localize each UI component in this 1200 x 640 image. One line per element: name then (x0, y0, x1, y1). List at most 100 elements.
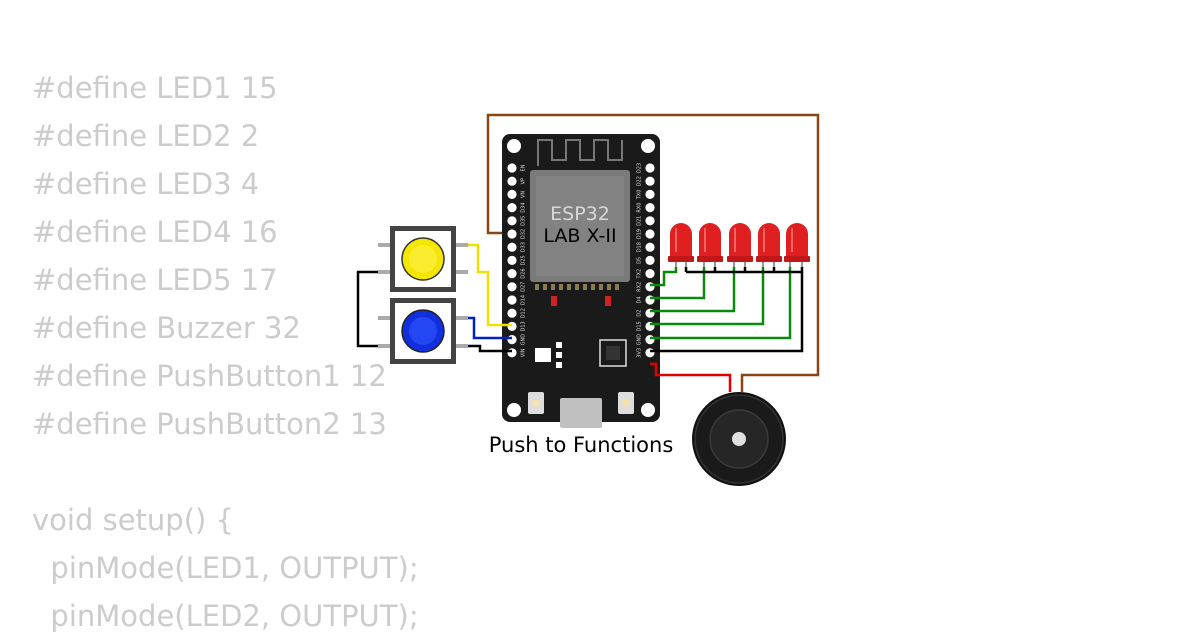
led-4 (756, 223, 782, 267)
wire-green-led4 (650, 267, 765, 326)
pin-hole (507, 163, 517, 173)
usb-uart-chip (599, 339, 627, 367)
pin-label: VIN (521, 348, 527, 357)
code-line: #define LED3 4 (32, 167, 260, 201)
wire-black-gnd (468, 344, 512, 353)
pin-hole (645, 242, 655, 252)
wire-red (650, 362, 732, 392)
pin-hole (645, 269, 655, 279)
pin-label: 3V3 (637, 348, 643, 358)
pin-hole (507, 229, 517, 239)
led-3 (727, 223, 753, 267)
wire-green-led3 (650, 267, 736, 313)
pin-label: D2 (637, 310, 643, 317)
wire-brown (486, 113, 820, 392)
pin-label: D22 (637, 176, 643, 186)
wire-black-buttons (356, 270, 378, 348)
wire-blue (468, 316, 512, 340)
code-line: void setup() { (32, 503, 234, 537)
pin-label: VP (521, 178, 527, 184)
pin-hole (507, 348, 517, 358)
pin-hole (507, 335, 517, 345)
antenna-trace (537, 139, 623, 166)
push-button-yellow[interactable] (378, 226, 468, 292)
pin-label: D21 (637, 216, 643, 226)
pin-hole (645, 216, 655, 226)
circuit-caption: Push to Functions (489, 433, 674, 457)
pin-hole (645, 335, 655, 345)
pin-hole (507, 203, 517, 213)
pin-label: D19 (637, 229, 643, 239)
boot-button (528, 392, 544, 414)
wire-green-led2 (650, 267, 706, 300)
pin-label: TX0 (637, 190, 643, 201)
pin-hole (507, 282, 517, 292)
pin-label: D23 (637, 163, 643, 173)
pin-hole (645, 348, 655, 358)
pin-hole (645, 176, 655, 186)
pin-label: D26 (521, 268, 527, 278)
code-line: #define Buzzer 32 (32, 311, 301, 345)
pin-label: GND (521, 334, 527, 346)
led-5 (784, 223, 810, 267)
pin-hole (507, 269, 517, 279)
pin-label: D4 (637, 296, 643, 303)
pin-label: D18 (637, 242, 643, 252)
pin-hole (645, 163, 655, 173)
pin-label: D15 (637, 321, 643, 331)
pin-label: D34 (521, 202, 527, 212)
led-1 (668, 223, 694, 267)
pin-hole (507, 189, 517, 199)
pin-label: D14 (521, 295, 527, 305)
usb-port (560, 398, 602, 428)
wire-black-led-gnd (650, 267, 804, 353)
project-label: LAB X-II (543, 225, 616, 247)
buzzer (692, 392, 786, 486)
pin-label: EN (521, 164, 527, 171)
code-line: pinMode(LED2, OUTPUT); (32, 599, 419, 633)
pin-label: D27 (521, 282, 527, 292)
code-line: #define PushButton2 13 (32, 407, 387, 441)
code-line: #define LED1 15 (32, 71, 278, 105)
pin-hole (507, 295, 517, 305)
pin-hole (507, 242, 517, 252)
pin-label: D33 (521, 242, 527, 252)
code-line: #define LED5 17 (32, 263, 278, 297)
code-line: #define PushButton1 12 (32, 359, 387, 393)
pin-label: D35 (521, 216, 527, 226)
smd-component (605, 296, 611, 306)
pin-label: D12 (521, 308, 527, 318)
pin-label: D25 (521, 255, 527, 265)
reset-button (618, 392, 634, 414)
code-line: #define LED2 2 (32, 119, 260, 153)
pin-hole (645, 282, 655, 292)
pin-label: D13 (521, 321, 527, 331)
pin-label: D5 (637, 257, 643, 264)
voltage-regulator (535, 342, 562, 368)
pin-hole (507, 308, 517, 318)
pin-label: GND (637, 334, 643, 346)
pin-label: RX2 (637, 282, 643, 292)
code-line: pinMode(LED1, OUTPUT); (32, 551, 419, 585)
code-editor: #define LED1 15 #define LED2 2 #define LED… (32, 64, 419, 640)
push-button-blue[interactable] (378, 298, 468, 364)
pin-hole (507, 321, 517, 331)
pin-label: D32 (521, 229, 527, 239)
code-line: #define LED4 16 (32, 215, 278, 249)
wire-green-led1 (650, 267, 678, 287)
pin-label: TX2 (637, 269, 643, 280)
esp32-board: ESP32 LAB X-II ENVPVND34D35D32D33D25D26D… (502, 134, 660, 428)
pin-hole (507, 176, 517, 186)
pin-hole (645, 255, 655, 265)
pin-hole (645, 203, 655, 213)
led-2 (697, 223, 723, 267)
wire-green-led5 (650, 267, 792, 340)
pin-hole (507, 255, 517, 265)
smd-component (551, 296, 557, 306)
pin-hole (645, 229, 655, 239)
wire-yellow (468, 243, 512, 327)
castellated-pads (535, 284, 619, 290)
pin-label: RX0 (637, 203, 643, 213)
